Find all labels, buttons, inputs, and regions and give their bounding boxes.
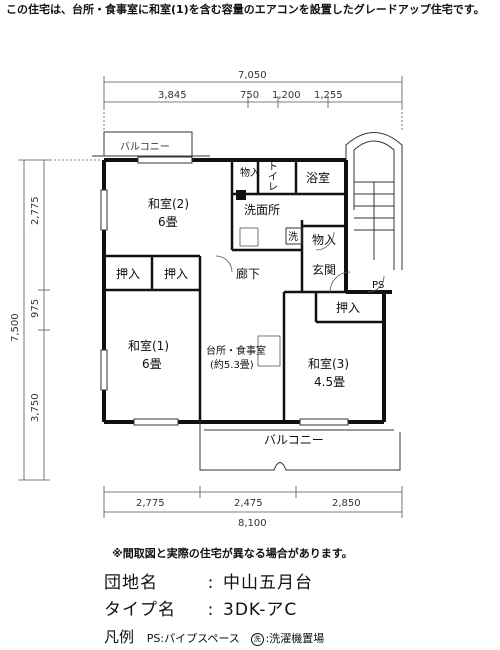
legend-title: 凡例 bbox=[104, 628, 135, 646]
dim-top-4: 1,255 bbox=[314, 90, 343, 101]
type-name-label: タイプ名 bbox=[104, 600, 176, 620]
washitsu2-name: 和室(2) bbox=[148, 196, 189, 211]
intro-text: この住宅は、台所・食事室に和室(1)を含む容量のエアコンを設置したグレードアップ… bbox=[6, 3, 485, 16]
dim-top-2: 750 bbox=[240, 90, 259, 101]
kitchen-size: (約5.3畳) bbox=[210, 358, 254, 371]
toilet-label-a: ト bbox=[268, 162, 278, 173]
legend-washer-symbol: 洗 bbox=[250, 633, 264, 646]
legend: 凡例 PS:パイプスペース 洗:洗濯機置場 bbox=[104, 626, 324, 647]
legend-washer-item: :洗濯機置場 bbox=[265, 632, 325, 645]
dim-left-total: 7,500 bbox=[10, 313, 21, 342]
toilet-label-b: イ bbox=[268, 172, 278, 183]
complex-name-value: 中山五月台 bbox=[223, 573, 313, 593]
balcony-bottom-label: バルコニー bbox=[264, 433, 324, 447]
dim-left-2: 975 bbox=[30, 299, 41, 318]
complex-name-colon: : bbox=[207, 573, 215, 593]
bottom-dimensions bbox=[103, 486, 403, 518]
oshiire-3-label: 押入 bbox=[336, 301, 360, 315]
washitsu1-name: 和室(1) bbox=[128, 338, 169, 353]
washitsu3-size: 4.5畳 bbox=[314, 375, 345, 389]
storage-b-label: 物入 bbox=[312, 233, 336, 247]
dim-top-1: 3,845 bbox=[158, 90, 187, 101]
ps-marker bbox=[236, 190, 246, 200]
balcony-top-label: バルコニー bbox=[120, 141, 170, 153]
ps-label: PS bbox=[372, 280, 384, 291]
toilet-label-c: レ bbox=[268, 182, 278, 193]
washitsu1-size: 6畳 bbox=[142, 357, 162, 371]
storage-a-label: 物入 bbox=[240, 166, 260, 179]
interior-walls bbox=[104, 160, 384, 422]
type-name-row: タイプ名:3DK-アC bbox=[104, 595, 297, 620]
dim-top-total: 7,050 bbox=[238, 70, 267, 81]
dim-top-3: 1,200 bbox=[272, 90, 301, 101]
stairwell bbox=[345, 132, 403, 270]
floor-plan: 7,050 3,845 750 1,200 1,255 2,775 975 3,… bbox=[10, 70, 403, 529]
dim-left-1: 2,775 bbox=[30, 196, 41, 225]
dim-bottom-total: 8,100 bbox=[238, 518, 267, 529]
hallway-label: 廊下 bbox=[236, 266, 260, 281]
washer-fixture bbox=[285, 227, 303, 245]
dim-bottom-1: 2,775 bbox=[136, 498, 165, 509]
complex-name-label: 団地名 bbox=[104, 573, 158, 593]
washroom-label: 洗面所 bbox=[244, 203, 280, 217]
entrance-label: 玄関 bbox=[312, 262, 336, 277]
sink-fixture bbox=[239, 227, 259, 247]
washitsu3-name: 和室(3) bbox=[308, 356, 349, 371]
legend-ps-item: PS:パイプスペース bbox=[146, 632, 240, 645]
washitsu2-size: 6畳 bbox=[158, 215, 178, 229]
washer-mark: 洗 bbox=[288, 231, 298, 243]
dim-bottom-3: 2,850 bbox=[332, 498, 361, 509]
dim-left-3: 3,750 bbox=[30, 393, 41, 422]
windows bbox=[100, 156, 349, 426]
top-dimensions bbox=[103, 76, 403, 156]
type-name-value: 3DK-アC bbox=[223, 600, 298, 620]
oshiire-1-label: 押入 bbox=[116, 267, 140, 281]
complex-name-row: 団地名: 中山五月台 bbox=[104, 568, 313, 593]
bath-label: 浴室 bbox=[306, 170, 330, 185]
balcony-bottom bbox=[199, 422, 401, 471]
kitchen-counter bbox=[257, 335, 281, 367]
kitchen-name: 台所・食事室 bbox=[206, 344, 266, 357]
type-name-colon: : bbox=[207, 600, 215, 620]
oshiire-2-label: 押入 bbox=[164, 267, 188, 281]
left-dimensions bbox=[18, 159, 100, 481]
door-swings bbox=[215, 231, 385, 293]
disclaimer-note: ※間取図と実際の住宅が異なる場合があります。 bbox=[112, 547, 353, 560]
dim-bottom-2: 2,475 bbox=[234, 498, 263, 509]
